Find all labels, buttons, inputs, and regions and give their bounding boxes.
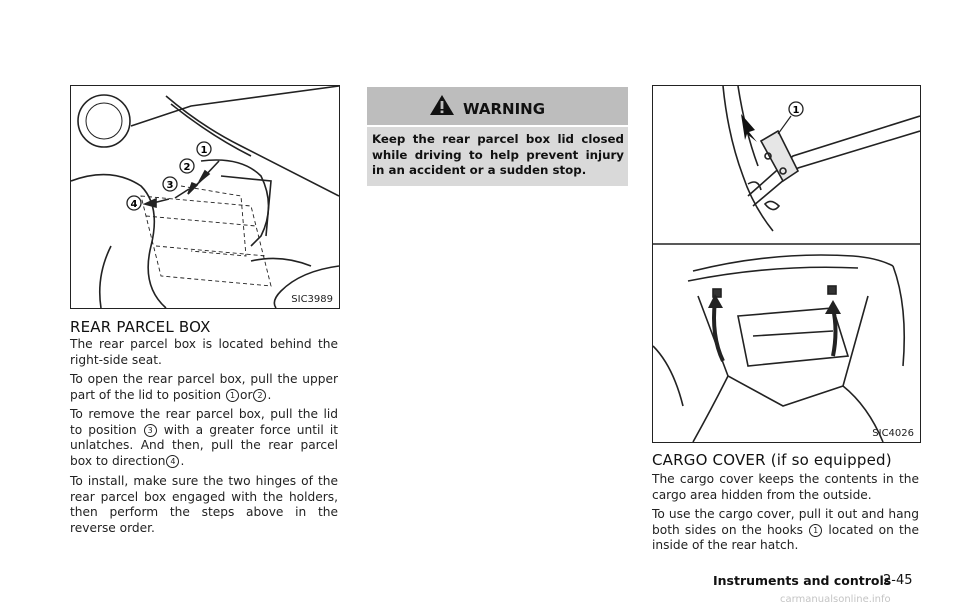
callout-ref: 1 <box>809 523 823 537</box>
callout-group: 1 2 3 4 <box>126 141 212 211</box>
callout-1: 1 <box>793 105 800 116</box>
figure-code: SIC3989 <box>291 294 333 305</box>
watermark: carmanualsonline.info <box>780 594 891 605</box>
paragraph-text: To use the cargo cover, pull it out and … <box>652 507 919 537</box>
paragraph: To install, make sure the two hinges of … <box>70 474 338 535</box>
warning-icon <box>430 95 454 115</box>
warning-text: Keep the rear parcel box lid closed whil… <box>372 132 624 177</box>
paragraph-text: To remove the rear parcel box, pull the … <box>70 407 338 437</box>
paragraph: The rear parcel box is located behind th… <box>70 337 338 367</box>
page-number: 2-45 <box>883 573 913 588</box>
callout-ref: 4 <box>166 454 180 468</box>
cargo-cover-drawing: 1 <box>653 86 920 442</box>
parcel-box-drawing: 1 2 3 4 <box>71 86 339 308</box>
callout-2: 2 <box>184 162 191 173</box>
warning-header <box>367 87 628 125</box>
callout-3: 3 <box>167 180 174 191</box>
paragraph-text: . <box>267 387 272 402</box>
paragraph-text: . <box>180 453 185 468</box>
section-heading: CARGO COVER (if so equipped) <box>652 451 892 469</box>
paragraph: To remove the rear parcel box, pull the … <box>70 407 338 469</box>
callout-4: 4 <box>131 199 138 210</box>
paragraph-text: located on the inside of the rear hatch. <box>652 522 920 553</box>
paragraph-text: To open the rear parcel box, pull the up… <box>70 372 338 402</box>
callout-ref: 3 <box>143 423 157 437</box>
figure-code: SIC4026 <box>872 428 914 439</box>
warning-body <box>367 127 628 186</box>
callout-1: 1 <box>201 145 208 156</box>
paragraph: To use the cargo cover, pull it out and … <box>652 507 919 554</box>
paragraph-text: or <box>240 387 253 402</box>
warning-title: WARNING <box>463 100 546 118</box>
paragraph-text: with a greater force until it unlatches.… <box>70 422 339 468</box>
callout-ref: 1 <box>226 388 240 402</box>
parcel-box-illustration: 1 2 3 4 SIC3989 <box>70 85 340 309</box>
section-heading: REAR PARCEL BOX <box>70 318 211 336</box>
paragraph: To open the rear parcel box, pull the up… <box>70 372 338 403</box>
paragraph: The cargo cover keeps the contents in th… <box>652 472 919 502</box>
callout-ref: 2 <box>253 388 267 402</box>
cargo-cover-illustration: 1 SIC4026 <box>652 85 921 443</box>
footer-section-title: Instruments and controls <box>713 573 892 588</box>
